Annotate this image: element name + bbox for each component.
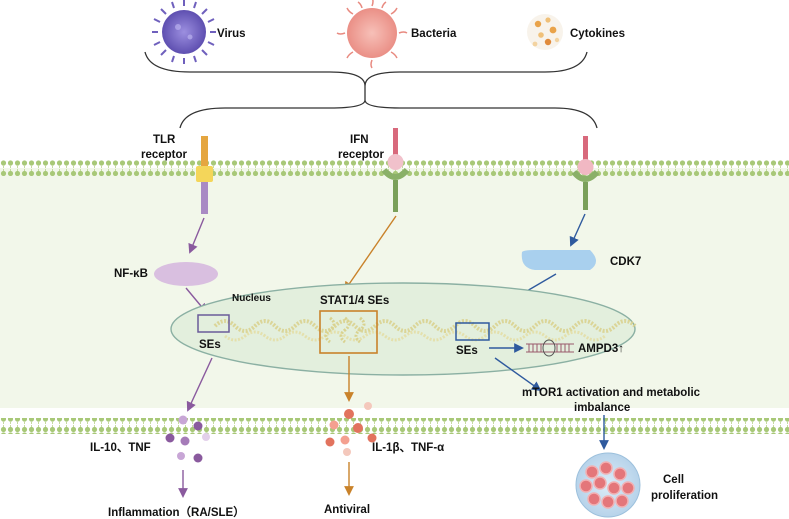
chromatin-strands-2 bbox=[224, 330, 606, 342]
stat-ses-box bbox=[319, 310, 378, 354]
ses-box-left bbox=[197, 314, 230, 333]
inflammation-label: Inflammation（RA/SLE） bbox=[108, 505, 245, 519]
virus-label: Virus bbox=[217, 28, 246, 40]
nucleus-to-mtor-arrow bbox=[494, 357, 542, 392]
antiviral-label: Antiviral bbox=[324, 504, 370, 516]
nfkb-protein bbox=[154, 262, 218, 286]
virus-icon bbox=[152, 0, 216, 64]
il10-tnf-particles-icon bbox=[165, 415, 210, 463]
cytokines-label: Cytokines bbox=[570, 28, 625, 40]
tlr-label-line2: receptor bbox=[141, 149, 188, 161]
mtor-label-line1: mTOR1 activation and metabolic bbox=[522, 387, 701, 399]
cdk7-label: CDK7 bbox=[610, 256, 641, 268]
il10-tnf-label: IL-10、TNF bbox=[90, 442, 151, 454]
nucleus-label: Nucleus bbox=[232, 293, 271, 304]
ses-label-right: SEs bbox=[456, 345, 478, 357]
bacteria-icon bbox=[336, 0, 408, 69]
cdk7-protein bbox=[521, 250, 596, 270]
cytokines-icon bbox=[527, 14, 563, 50]
ampd3-label: AMPD3↑ bbox=[578, 343, 624, 355]
cell-label-line2: proliferation bbox=[651, 490, 718, 502]
ses-to-cytokines-arrow bbox=[186, 357, 213, 412]
dna-helix-icon bbox=[526, 339, 574, 357]
ifn-receptor-icon bbox=[381, 128, 410, 212]
stat-chromatin-fold bbox=[324, 316, 366, 344]
ses-label-left: SEs bbox=[199, 339, 221, 351]
stat-ses-label: STAT1/4 SEs bbox=[320, 295, 389, 307]
cytokine-receptor-icon bbox=[571, 136, 600, 210]
receptors-brace bbox=[179, 99, 598, 129]
bacteria-label: Bacteria bbox=[411, 28, 457, 40]
il1b-tnf-label: IL-1β、TNF-α bbox=[372, 442, 444, 454]
ses-box-right bbox=[455, 322, 490, 341]
il1b-tnf-particles-icon bbox=[325, 402, 377, 456]
cell-cluster-icon bbox=[575, 452, 641, 518]
cell-label-line1: Cell bbox=[663, 474, 684, 486]
lower-membrane bbox=[0, 418, 789, 434]
ifn-label-line2: receptor bbox=[338, 149, 385, 161]
chromatin-strands bbox=[213, 319, 637, 333]
ifn-to-stat-arrow bbox=[343, 215, 397, 292]
nfkb-label: NF-κB bbox=[114, 268, 148, 280]
receptor-to-cdk7-arrow bbox=[569, 213, 586, 247]
tlr-receptor-icon bbox=[196, 136, 213, 214]
mtor-label-line2: imbalance bbox=[574, 402, 630, 414]
tlr-to-nfkb-arrow bbox=[188, 217, 205, 254]
ifn-label-line1: IFN bbox=[350, 134, 369, 146]
tlr-label-line1: TLR bbox=[153, 134, 176, 146]
